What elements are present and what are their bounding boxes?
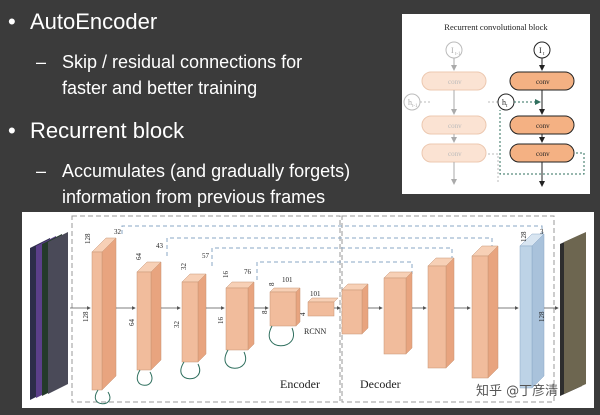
dim-label: 32 [114, 228, 122, 236]
conv-block-2-label: conv [536, 122, 550, 130]
input-node [533, 41, 551, 59]
dim-label: 128 [84, 233, 92, 244]
conv-block-1-label: conv [536, 78, 550, 86]
hidden-prev-label: h [408, 98, 412, 107]
dim-label: 101 [310, 290, 321, 298]
conv-faded-3-label: conv [448, 150, 462, 158]
dim-label: 128 [538, 311, 546, 322]
conv-faded-1-label: conv [448, 78, 462, 86]
dim-label: 101 [282, 276, 293, 284]
output-block [519, 245, 533, 389]
decoder-label: Decoder [360, 377, 401, 391]
network-diagram: 128 32 128 64 43 64 32 57 32 16 76 16 8 … [22, 212, 594, 408]
dim-label: 43 [156, 242, 164, 250]
bullet-text: Recurrent block [30, 118, 185, 143]
sub-dash: – [36, 52, 47, 72]
recurrent-block-figure: Recurrent convolutional block I t-1 conv… [402, 14, 590, 194]
input-prev-label: I [451, 46, 454, 55]
output-frames [560, 232, 586, 396]
encoder-block-3 [181, 281, 199, 363]
decoder-block-3 [427, 265, 447, 369]
dim-label: 64 [128, 319, 136, 327]
dim-label: 64 [135, 253, 143, 261]
input-label: I [539, 46, 542, 55]
encoder-label: Encoder [280, 377, 320, 391]
sub-text-line1: Skip / residual connections for [62, 52, 303, 72]
dim-label: 8 [268, 282, 276, 286]
dim-label: 3 [540, 228, 544, 236]
bullet-dot: • [8, 118, 16, 143]
hidden-prev-sub: t-1 [412, 104, 418, 109]
dim-label: 16 [217, 317, 225, 325]
decoder-block-2 [383, 277, 407, 355]
bullet-dot: • [8, 9, 16, 34]
input-prev-sub: t-1 [455, 52, 461, 57]
dim-label: 8 [261, 310, 269, 314]
encoder-block-4 [225, 287, 249, 351]
bullet-recurrent: • Recurrent block [8, 117, 184, 145]
bullet-text: AutoEncoder [30, 9, 158, 34]
dim-label: 76 [244, 268, 252, 276]
hidden-label: h [502, 98, 506, 107]
decoder-blocks [341, 233, 545, 389]
recurrent-loops [95, 325, 294, 405]
encoder-block-5 [269, 291, 297, 327]
dim-label: 16 [222, 271, 230, 279]
input-sub: t [543, 52, 545, 57]
decoder-block-1 [341, 289, 363, 335]
network-svg: 128 32 128 64 43 64 32 57 32 16 76 16 8 … [30, 215, 586, 405]
encoder-block-1 [91, 251, 103, 391]
conv-block-3-label: conv [536, 150, 550, 158]
encoder-block-2 [136, 271, 152, 371]
watermark: 知乎 @丁彦清 [476, 384, 559, 399]
recurrent-block-svg: I t-1 conv conv conv h t-1 I t conv conv… [403, 41, 585, 187]
sub-text-line2: information from previous frames [62, 187, 326, 207]
sub-dash: – [36, 161, 47, 181]
dimension-labels: 128 32 128 64 43 64 32 57 32 16 76 16 8 … [82, 228, 546, 328]
hidden-sub: t [506, 104, 508, 109]
dim-label: 57 [202, 252, 210, 260]
input-frames [30, 232, 68, 400]
sub-text-line1: Accumulates (and gradually forgets) [62, 161, 351, 181]
decoder-block-4 [471, 255, 489, 379]
dim-label: 32 [173, 321, 181, 329]
rcnn-label: RCNN [304, 327, 326, 336]
bullet-autoencoder: • AutoEncoder [8, 8, 157, 36]
encoder-blocks [91, 237, 339, 391]
dim-label: 128 [82, 311, 90, 322]
dim-label: 32 [180, 263, 188, 271]
conv-faded-2-label: conv [448, 122, 462, 130]
dim-label: 128 [520, 231, 528, 242]
rcnn-block [307, 301, 335, 317]
sub-text-line2: faster and better training [62, 78, 258, 98]
dim-label: 4 [299, 312, 307, 316]
decoder-frame [341, 215, 555, 403]
recurrent-block-title: Recurrent convolutional block [444, 22, 548, 32]
